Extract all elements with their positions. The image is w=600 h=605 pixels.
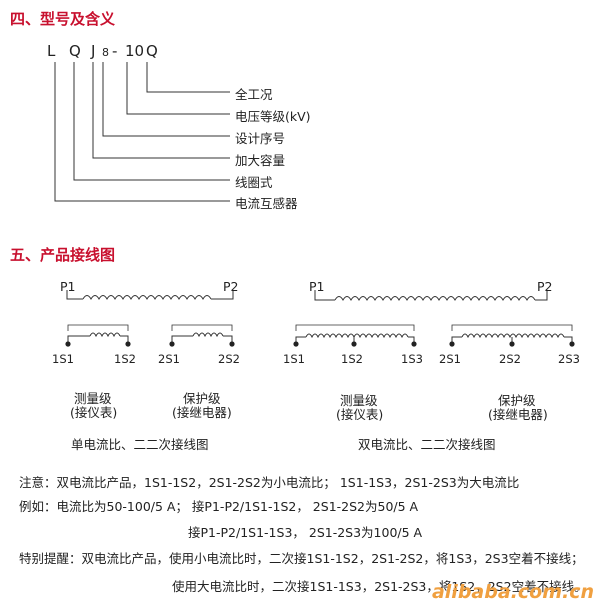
leader-voltage [126,62,230,115]
single-p2-label: P2 [223,279,239,294]
single-measure-sub: (接仪表) [70,405,118,420]
terminal-d-2s3 [569,341,575,347]
model-char-Q2: Q [146,42,158,60]
note-example: 例如：电流比为50-100/5 A； 接P1-P2/1S1-1S2， 2S1-2… [19,499,419,514]
model-char-L: L [47,42,56,60]
leader-ct [54,62,230,202]
meaning-coil: 线圈式 [235,175,273,190]
single-1s2-label: 1S2 [114,352,136,366]
double-2s2-label: 2S2 [499,352,521,366]
meaning-design: 设计序号 [235,131,286,146]
double-1s2-label: 1S2 [341,352,363,366]
single-coil-2 [192,332,224,338]
double-primary-lead-right [535,290,548,301]
single-measure-label: 测量级 [74,391,112,406]
single-2s2-lead [223,335,233,344]
double-bracket-left [295,324,415,331]
single-2s2-label: 2S2 [218,352,240,366]
note-example-2: 接P1-P2/1S1-1S3， 2S1-2S3为100/5 A [188,525,423,540]
note-reminder-2: 使用大电流比时，二次接1S1-1S3，2S1-2S3，将1S2，2S2空着不接线… [172,579,587,594]
single-primary-lead-right [211,290,234,300]
double-p2-label: P2 [537,279,553,294]
terminal-1s1 [65,341,71,347]
double-primary-coil [334,296,536,302]
leader-condition [146,62,230,93]
watermark: alibaba.com.cn [431,581,594,603]
model-char-10: 10 [125,42,145,60]
double-p1-label: P1 [309,279,325,294]
double-protect-sub: (接继电器) [488,407,548,422]
note-reminder: 特别提醒：双电流比产品，使用小电流比时，二次接1S1-1S2，2S1-2S2，将… [19,551,584,566]
section-4-title: 四、型号及含义 [10,10,116,28]
terminal-1s2 [125,341,131,347]
note-attention: 注意：双电流比产品，1S1-1S2，2S1-2S2为小电流比； 1S1-1S3，… [19,475,520,490]
leader-coil [73,62,230,181]
model-char-dash: - [112,42,118,60]
single-2s1-lead [171,335,193,344]
single-caption: 单电流比、二二次接线图 [71,437,209,452]
double-coil-1 [305,333,409,339]
terminal-2s1 [169,341,175,347]
double-1s3-label: 1S3 [401,352,423,366]
meaning-voltage: 电压等级(kV) [235,109,311,124]
terminal-d-1s2 [351,341,357,347]
double-coil-2 [461,333,565,339]
terminal-d-1s1 [293,341,299,347]
single-2s1-label: 2S1 [158,352,180,366]
double-1s1-label: 1S1 [283,352,305,366]
meaning-ct: 电流互感器 [235,196,298,211]
double-caption: 双电流比、二二次接线图 [358,437,496,452]
single-s1-lead [67,335,90,344]
single-protect-label: 保护级 [183,391,221,406]
single-primary-coil [82,295,212,301]
meaning-capacity: 加大容量 [235,153,286,168]
single-coil-1 [89,332,121,338]
single-protect-sub: (接继电器) [172,405,232,420]
double-measure-sub: (接仪表) [336,407,384,422]
terminal-d-2s1 [449,341,455,347]
model-char-J: J [91,42,96,60]
double-2s3-label: 2S3 [558,352,580,366]
single-p1-label: P1 [60,279,76,294]
single-bracket-left [67,324,129,331]
leader-design [102,62,230,137]
section-5-title: 五、产品接线图 [10,246,116,264]
double-primary-lead-left [314,290,335,301]
single-primary-lead-left [66,290,83,300]
double-measure-label: 测量级 [340,393,378,408]
double-bracket-right [451,324,573,331]
terminal-d-2s2 [509,341,515,347]
single-s2-lead [120,335,129,344]
model-char-8: 8 [102,46,109,59]
double-ratio-diagram [295,290,573,344]
model-char-Q: Q [69,42,81,60]
double-2s1-label: 2S1 [439,352,461,366]
terminal-d-1s3 [411,341,417,347]
single-ratio-diagram [66,290,234,344]
single-1s1-label: 1S1 [52,352,74,366]
leader-capacity [92,62,230,159]
meaning-condition: 全工况 [235,87,273,102]
terminal-2s2 [229,341,235,347]
double-protect-label: 保护级 [498,393,536,408]
single-bracket-right [171,324,233,331]
